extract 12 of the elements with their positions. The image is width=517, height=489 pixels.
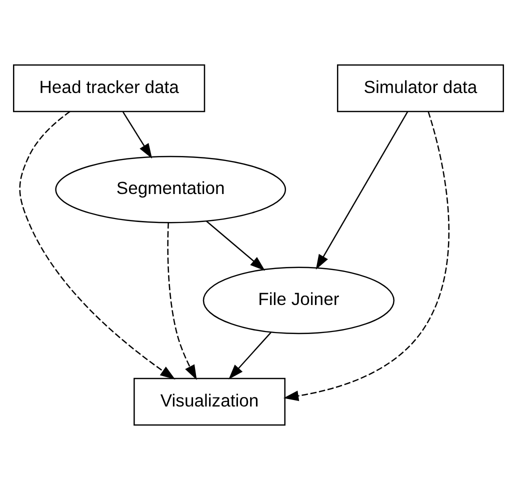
arrow [19, 110, 176, 379]
arrow [167, 222, 197, 380]
arrow [228, 332, 272, 379]
arrow [122, 111, 152, 158]
arrow [283, 110, 450, 401]
arrow [316, 110, 408, 270]
node-ellipse: Segmentation [55, 155, 286, 223]
arrow [206, 220, 266, 270]
node-box: Visualization [134, 377, 286, 426]
node-ellipse: File Joiner [202, 266, 395, 334]
node-box: Simulator data [336, 64, 504, 112]
node-box: Head tracker data [13, 64, 206, 112]
